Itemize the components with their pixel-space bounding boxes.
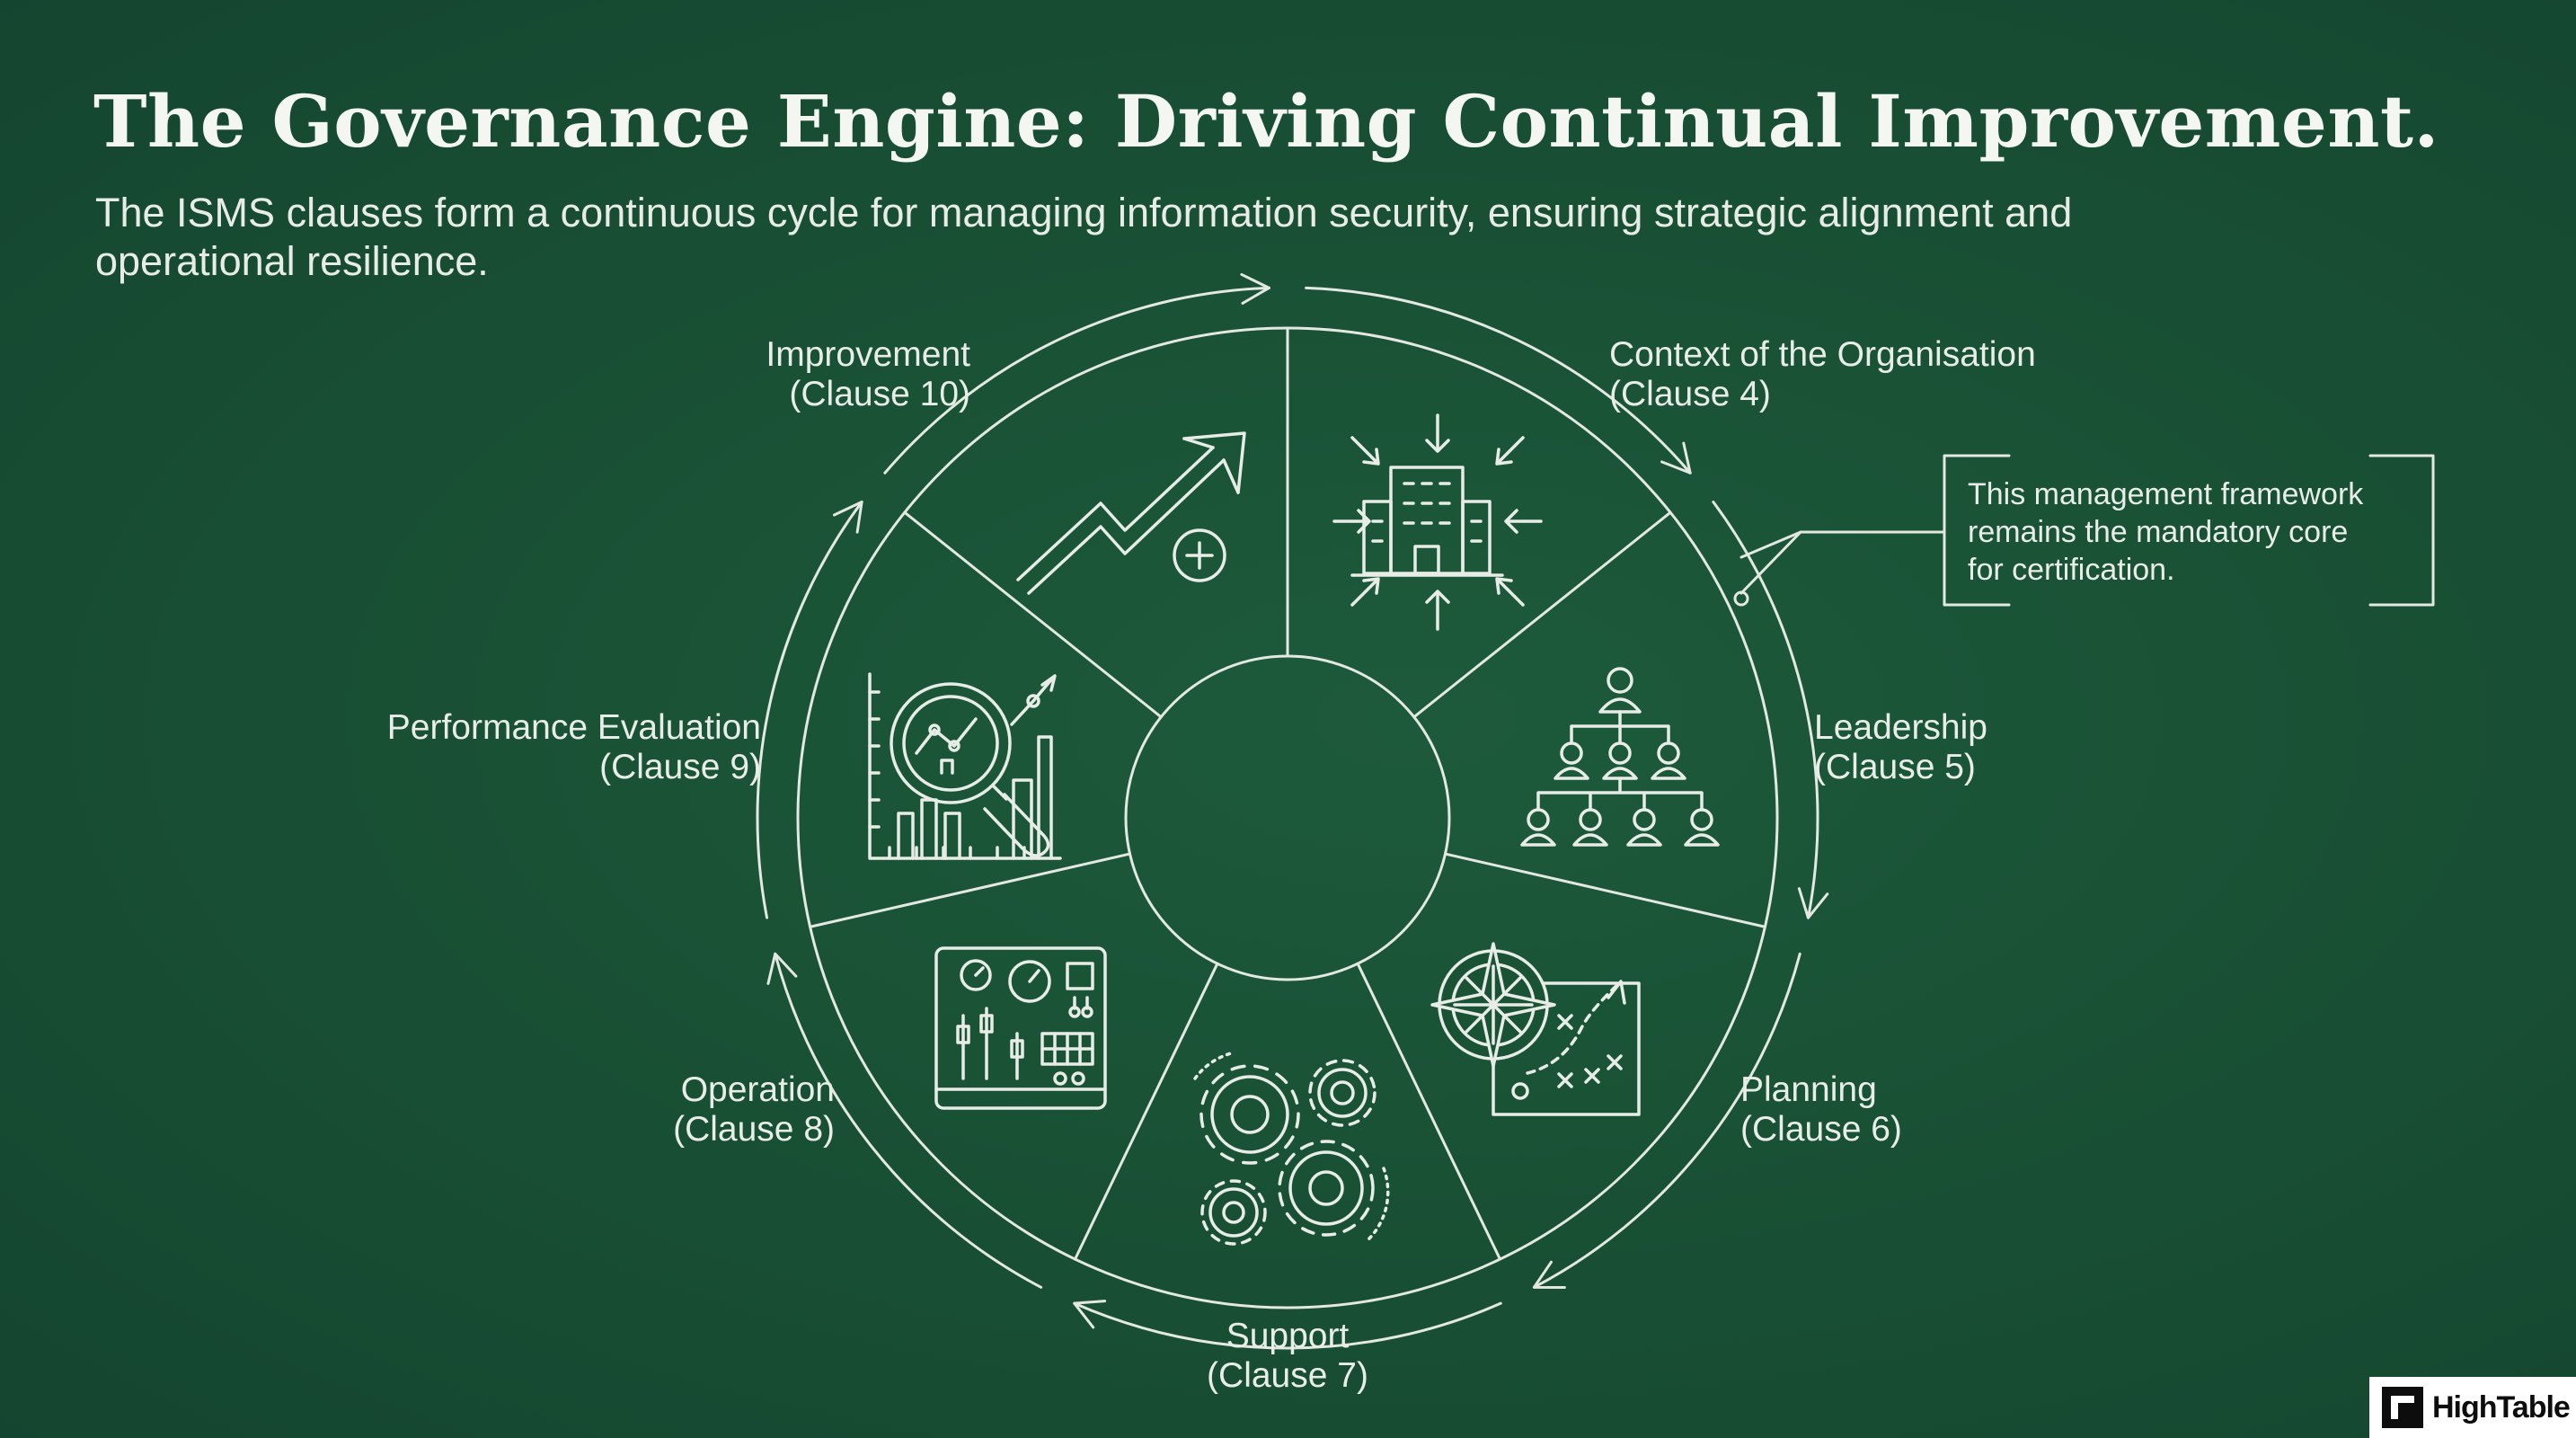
label-planning-name: Planning [1740,1070,1877,1109]
control-panel-icon [934,946,1107,1110]
wheel-spokes [809,326,1766,1261]
cycle-arc [883,286,1270,475]
wheel-spoke [1356,962,1501,1261]
callout-leader-line [1739,530,1946,559]
cycle-arc [1073,1301,1502,1350]
hightable-logo: HighTable [2369,1377,2576,1438]
magnifier-chart-icon [868,672,1062,860]
callout-line-3: for certification. [1968,553,2175,587]
hub-circle [1124,654,1451,981]
callout-line-2: remains the mandatory core [1968,515,2348,549]
cycle-arc [756,500,863,919]
hightable-logo-mark-icon [2382,1387,2423,1428]
cycle-arrowhead [1797,887,1829,919]
cycle-arrowhead [832,500,863,534]
cycle-arrowhead [766,952,798,985]
cycle-arrowhead [1240,272,1270,305]
org-chart-icon [1520,667,1720,847]
label-improvement-name: Improvement [766,335,970,374]
cycle-arrowhead [1532,1260,1566,1290]
callout-line-1: This management framework [1968,477,2364,511]
page-subtitle: The ISMS clauses form a continuous cycle… [95,190,2073,284]
label-context-name: Context of the Organisation [1609,335,2036,374]
cycle-arc [1712,500,1819,919]
cycle-arrows [756,272,1829,1350]
callout-bracket-left [1943,454,2011,607]
label-leadership-name: Leadership [1814,708,1987,747]
wheel-spoke [809,852,1132,928]
label-planning-clause: (Clause 6) [1740,1110,1902,1149]
wheel-spoke [903,510,1163,719]
logo-text: HighTable [2432,1389,2571,1425]
cycle-arc [1532,952,1801,1289]
cycle-arrowhead [1660,441,1692,475]
compass-strategy-icon [1430,942,1641,1116]
page-title: The Governance Engine: Driving Continual… [93,79,2439,164]
wheel-spoke [1412,510,1672,719]
cycle-arc [1305,286,1692,475]
wheel-spoke [1443,852,1766,928]
label-performance-name: Performance Evaluation [387,708,761,747]
label-performance-clause: (Clause 9) [599,748,761,786]
label-improvement-clause: (Clause 10) [789,375,970,413]
label-context-clause: (Clause 4) [1609,375,1771,413]
label-operation-name: Operation [681,1070,835,1109]
callout-leader-diagonal [1739,530,1802,595]
callout-bracket-right [2368,454,2435,607]
label-support-clause: (Clause 7) [1207,1356,1368,1395]
label-support-name: Support [1226,1317,1350,1355]
building-inputs-icon [1332,413,1543,631]
growth-arrow-icon [1016,431,1246,595]
gears-icon [1193,1052,1390,1246]
label-leadership-clause: (Clause 5) [1814,748,1976,786]
cycle-arrowhead [1073,1300,1107,1329]
wheel-spoke [1074,962,1219,1261]
cycle-arc [774,952,1043,1289]
label-operation-clause: (Clause 8) [673,1110,835,1149]
